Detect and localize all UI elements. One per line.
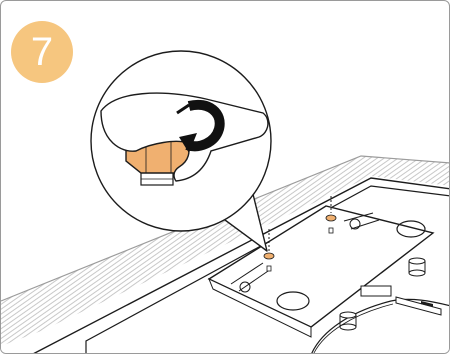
step-number: 7 [31, 32, 53, 72]
step-number-badge: 7 [11, 21, 73, 83]
